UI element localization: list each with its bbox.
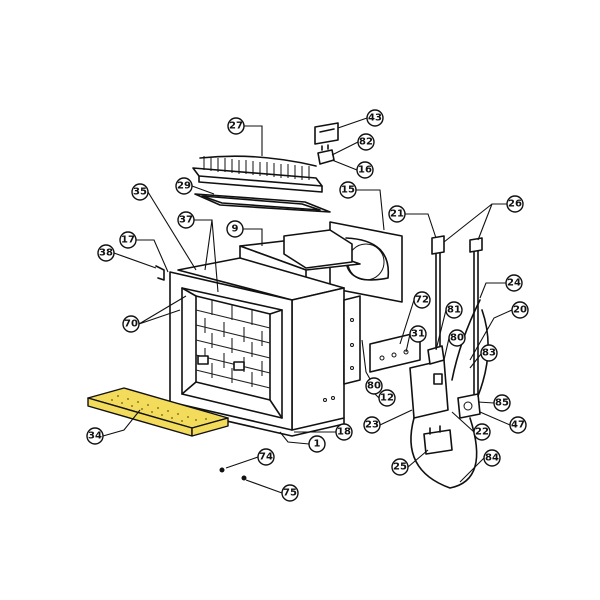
- callout-12[interactable]: 12: [378, 389, 396, 407]
- svg-text:12: 12: [380, 393, 394, 404]
- callout-27[interactable]: 27: [227, 117, 245, 135]
- callout-18[interactable]: 18: [335, 423, 353, 441]
- callout-31[interactable]: 31: [409, 325, 427, 343]
- callout-16[interactable]: 16: [356, 161, 374, 179]
- callout-29[interactable]: 29: [175, 177, 193, 195]
- callout-75[interactable]: 75: [281, 484, 299, 502]
- svg-text:16: 16: [358, 165, 372, 176]
- leader-lines: [102, 117, 513, 494]
- callout-9[interactable]: 9: [226, 220, 244, 238]
- svg-text:35: 35: [133, 187, 147, 198]
- callout-15[interactable]: 15: [339, 181, 357, 199]
- svg-text:82: 82: [359, 137, 373, 148]
- svg-text:24: 24: [507, 278, 521, 289]
- callout-38[interactable]: 38: [97, 244, 115, 262]
- callout-85[interactable]: 85: [493, 394, 511, 412]
- svg-text:81: 81: [447, 305, 461, 316]
- callout-17[interactable]: 17: [119, 231, 137, 249]
- svg-text:31: 31: [411, 329, 425, 340]
- callout-20[interactable]: 20: [511, 301, 529, 319]
- highlighted-panel-34[interactable]: [87, 387, 229, 437]
- callout-83[interactable]: 83: [480, 344, 498, 362]
- svg-text:37: 37: [179, 215, 193, 226]
- callout-35[interactable]: 35: [131, 183, 149, 201]
- svg-text:74: 74: [259, 452, 273, 463]
- callout-25[interactable]: 25: [391, 458, 409, 476]
- svg-text:80: 80: [450, 333, 464, 344]
- part-74-dot: [219, 467, 225, 473]
- svg-text:17: 17: [121, 235, 135, 246]
- svg-text:43: 43: [368, 113, 382, 124]
- svg-text:21: 21: [390, 209, 404, 220]
- svg-text:22: 22: [475, 427, 489, 438]
- burner-assembly: [192, 155, 323, 193]
- callout-70[interactable]: 70: [122, 315, 140, 333]
- svg-text:85: 85: [495, 398, 509, 409]
- gasket: [194, 193, 331, 213]
- callout-81[interactable]: 81: [445, 301, 463, 319]
- svg-text:15: 15: [341, 185, 355, 196]
- svg-text:29: 29: [177, 181, 191, 192]
- bracket-43: [314, 122, 339, 145]
- svg-text:34: 34: [88, 431, 102, 442]
- svg-text:26: 26: [508, 199, 522, 210]
- svg-text:27: 27: [229, 121, 243, 132]
- callout-23[interactable]: 23: [363, 416, 381, 434]
- svg-text:25: 25: [393, 462, 407, 473]
- svg-text:20: 20: [513, 305, 527, 316]
- callout-34[interactable]: 34: [86, 427, 104, 445]
- svg-text:38: 38: [99, 248, 113, 259]
- callout-1[interactable]: 1: [308, 435, 326, 453]
- callout-72[interactable]: 72: [413, 291, 431, 309]
- svg-text:80: 80: [367, 381, 381, 392]
- svg-text:84: 84: [485, 453, 499, 464]
- svg-text:9: 9: [232, 224, 239, 235]
- callout-80-upper[interactable]: 80: [448, 329, 466, 347]
- control-assembly: [369, 235, 489, 489]
- callout-22[interactable]: 22: [473, 423, 491, 441]
- svg-text:18: 18: [337, 427, 351, 438]
- svg-text:75: 75: [283, 488, 297, 499]
- part-75-dot: [241, 475, 247, 481]
- svg-text:70: 70: [124, 319, 138, 330]
- svg-text:23: 23: [365, 420, 379, 431]
- callout-43[interactable]: 43: [366, 109, 384, 127]
- callout-24[interactable]: 24: [505, 274, 523, 292]
- callout-37[interactable]: 37: [177, 211, 195, 229]
- callout-84[interactable]: 84: [483, 449, 501, 467]
- svg-text:47: 47: [511, 420, 525, 431]
- callout-47[interactable]: 47: [509, 416, 527, 434]
- callout-80-lower[interactable]: 80: [365, 377, 383, 395]
- callout-74[interactable]: 74: [257, 448, 275, 466]
- svg-text:1: 1: [314, 439, 321, 450]
- callout-82[interactable]: 82: [357, 133, 375, 151]
- svg-text:83: 83: [482, 348, 496, 359]
- bracket-82: [317, 144, 335, 165]
- callout-21[interactable]: 21: [388, 205, 406, 223]
- callout-26[interactable]: 26: [506, 195, 524, 213]
- firebox-body: [155, 257, 361, 437]
- svg-text:72: 72: [415, 295, 429, 306]
